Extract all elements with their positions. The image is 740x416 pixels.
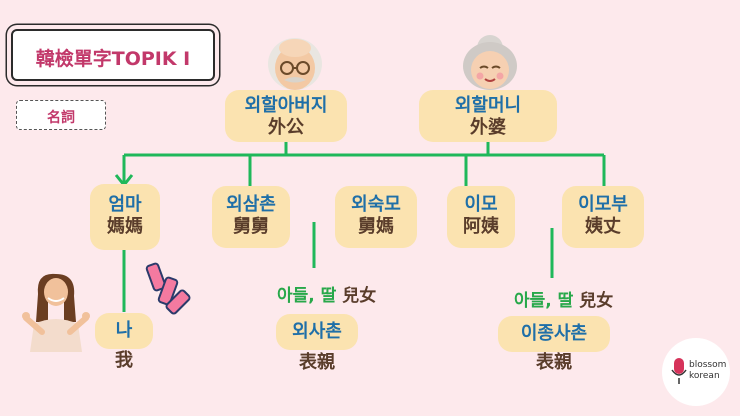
cousin-uncle-hangul: 외사촌 — [292, 321, 342, 342]
uncle-node: 외삼촌 舅舅 — [212, 186, 290, 248]
grandfather-hanja: 外公 — [268, 117, 304, 138]
grandfather-hangul: 외할아버지 — [244, 95, 328, 116]
blossom-korean-logo: blossom korean — [662, 338, 730, 406]
tag-label: 名詞 — [47, 110, 75, 126]
microphone-icon — [671, 358, 687, 384]
uncle-children-label: 아들, 딸 兒女 — [277, 281, 376, 306]
aunt-hanja: 阿姨 — [463, 216, 499, 237]
aunt-children-label: 아들, 딸 兒女 — [514, 286, 613, 311]
cousin-uncle-node: 외사촌 — [276, 314, 358, 350]
girl-illustration — [22, 273, 90, 352]
cousin-aunt-hanja: 表親 — [536, 352, 572, 373]
uncle-children-hangul: 아들, 딸 — [277, 286, 337, 306]
cousin-aunt-hangul: 이종사촌 — [520, 323, 588, 344]
cousin-aunt-hanja-wrap: 表親 — [498, 352, 610, 374]
cousin-uncle-hanja-wrap: 表親 — [276, 352, 358, 374]
me-node: 나 — [95, 313, 153, 349]
grandmother-illustration — [463, 35, 517, 90]
grandfather-node: 외할아버지 外公 — [225, 90, 347, 142]
part-of-speech-tag: 名詞 — [16, 100, 106, 130]
mom-hanja: 媽媽 — [107, 216, 143, 237]
aunt-hangul: 이모 — [464, 194, 498, 215]
cousin-aunt-node: 이종사촌 — [498, 316, 610, 352]
grandmother-hangul: 외할머니 — [454, 95, 522, 116]
grandfather-illustration — [268, 38, 322, 90]
grandmother-hanja: 外婆 — [470, 117, 506, 138]
uncle-children-hanja: 兒女 — [342, 286, 377, 306]
aunt-husband-node: 이모부 姨丈 — [562, 186, 644, 248]
uncle-wife-hangul: 외숙모 — [351, 194, 401, 215]
aunt-husband-hanja: 姨丈 — [585, 216, 621, 237]
logo-line-1: blossom — [689, 360, 727, 370]
cousin-uncle-hanja: 表親 — [299, 352, 335, 373]
page-title: 韓檢單字TOPIK I — [35, 48, 191, 70]
me-hanja: 我 — [115, 350, 133, 371]
mom-node: 엄마 媽媽 — [90, 184, 160, 250]
uncle-hangul: 외삼촌 — [226, 194, 276, 215]
uncle-wife-node: 외숙모 舅媽 — [335, 186, 417, 248]
aunt-children-hangul: 아들, 딸 — [514, 291, 574, 311]
emphasis-marks-decoration — [145, 262, 191, 315]
me-hanja-wrap: 我 — [95, 350, 153, 372]
me-hangul: 나 — [115, 320, 133, 341]
title-box: 韓檢單字TOPIK I — [11, 29, 215, 81]
uncle-wife-hanja: 舅媽 — [358, 216, 394, 237]
logo-line-2: korean — [689, 371, 720, 381]
logo-text: blossom korean — [689, 360, 726, 382]
aunt-children-hanja: 兒女 — [579, 291, 614, 311]
uncle-hanja: 舅舅 — [233, 216, 269, 237]
aunt-node: 이모 阿姨 — [447, 186, 515, 248]
mom-hangul: 엄마 — [108, 194, 142, 215]
grandmother-node: 외할머니 外婆 — [419, 90, 557, 142]
aunt-husband-hangul: 이모부 — [578, 194, 628, 215]
